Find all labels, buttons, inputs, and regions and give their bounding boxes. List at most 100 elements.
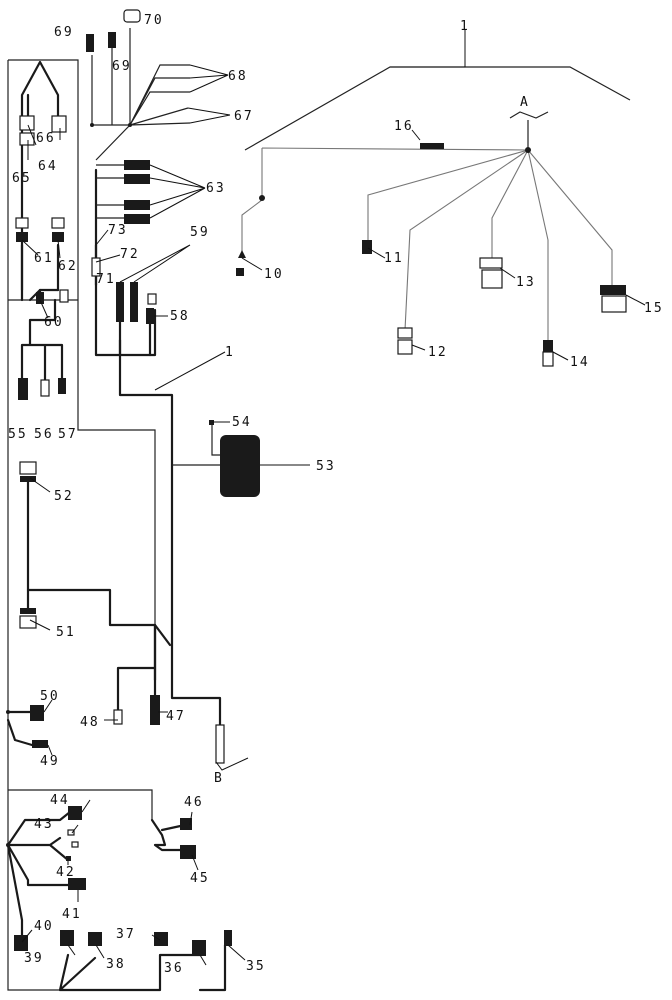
label-43: 43 (34, 817, 54, 832)
label-16: 16 (394, 119, 414, 134)
label-66: 66 (36, 131, 56, 146)
label-70: 70 (144, 13, 164, 28)
connector-13b (481, 269, 503, 289)
label-40: 40 (34, 919, 54, 934)
label-50: 50 (40, 689, 60, 704)
wire-60 (28, 288, 60, 302)
connector-52 (19, 461, 37, 475)
label-13: 13 (516, 275, 536, 290)
connector-11 (362, 240, 372, 254)
connector-69b (108, 32, 116, 48)
connector-38 (88, 932, 102, 946)
connector-14 (543, 340, 553, 352)
label-1-top: 1 (460, 19, 470, 34)
wire-right-main (241, 147, 529, 255)
connector-B-rail (215, 724, 225, 764)
connector-52b (20, 476, 36, 482)
label-41: 41 (62, 907, 82, 922)
connector-12 (397, 327, 413, 339)
junction-dot (6, 710, 10, 714)
connector-62 (51, 217, 65, 229)
label-59: 59 (190, 225, 210, 240)
lower-enclosure (8, 789, 153, 820)
wire-68-bundle (129, 64, 191, 126)
label-A: A (520, 95, 530, 110)
label-58: 58 (170, 309, 190, 324)
label-10: 10 (264, 267, 284, 282)
connector-44 (68, 806, 82, 820)
connector-63-4 (124, 214, 150, 224)
marker-A (509, 111, 549, 150)
junction-dot (259, 195, 265, 201)
label-67: 67 (234, 109, 254, 124)
connector-70 (123, 9, 141, 23)
label-52: 52 (54, 489, 74, 504)
label-53: 53 (316, 459, 336, 474)
connector-60 (36, 292, 44, 304)
label-65: 65 (12, 171, 32, 186)
label-69b: 69 (112, 59, 132, 74)
connector-35 (224, 930, 232, 946)
connector-59b (130, 282, 138, 322)
connector-15 (600, 285, 626, 295)
label-63: 63 (206, 181, 226, 196)
label-60: 60 (44, 315, 64, 330)
connector-53 (220, 435, 260, 497)
wire-right-15 (527, 149, 613, 285)
wire-bottom-loop (58, 943, 227, 992)
label-62: 62 (58, 259, 78, 274)
wire-44-40 (6, 810, 72, 937)
label-73: 73 (108, 223, 128, 238)
connector-57 (58, 378, 66, 394)
connector-47 (150, 695, 160, 725)
connector-45 (180, 845, 196, 859)
wire-55-57 (20, 298, 64, 382)
label-B: B (214, 771, 224, 786)
leader-lines (21, 30, 646, 966)
wire-main-51-52 (26, 478, 157, 682)
connector-58b (147, 293, 157, 305)
label-56: 56 (34, 427, 54, 442)
connector-54 (209, 420, 214, 425)
label-48: 48 (80, 715, 100, 730)
label-69a: 69 (54, 25, 74, 40)
connector-59a (116, 282, 124, 322)
wire-right-13 (491, 149, 529, 258)
wire-47-48 (116, 623, 172, 714)
connector-43a (67, 829, 75, 836)
connector-55 (18, 378, 28, 400)
wire-upper-bundle (92, 124, 132, 161)
label-57: 57 (58, 427, 78, 442)
label-71: 71 (96, 272, 116, 287)
connector-66 (51, 115, 67, 133)
label-42: 42 (56, 865, 76, 880)
connector-58 (146, 308, 154, 324)
connector-64 (19, 115, 35, 131)
connector-10 (238, 250, 246, 258)
label-51: 51 (56, 625, 76, 640)
connector-10b (236, 268, 244, 276)
wire-right-12 (404, 149, 529, 331)
connector-41 (68, 878, 86, 890)
connector-43b (71, 841, 79, 848)
connector-49 (32, 740, 48, 748)
upper-left-enclosure (8, 59, 156, 680)
label-55: 55 (8, 427, 28, 442)
label-11: 11 (384, 251, 404, 266)
connector-12b (397, 339, 413, 355)
junction-dot (525, 147, 531, 153)
wire-right-14 (527, 149, 549, 340)
label-45: 45 (190, 871, 210, 886)
connector-39 (60, 930, 74, 946)
wire-64-66 (20, 60, 60, 302)
label-44: 44 (50, 793, 70, 808)
label-12: 12 (428, 345, 448, 360)
label-46: 46 (184, 795, 204, 810)
wire-to-B (118, 338, 222, 762)
junction-dot (128, 123, 132, 127)
connector-63-2 (124, 174, 150, 184)
wire-49-50 (6, 710, 34, 747)
label-38: 38 (106, 957, 126, 972)
label-1-mid: 1 (225, 345, 235, 360)
connector-69a (86, 34, 94, 52)
